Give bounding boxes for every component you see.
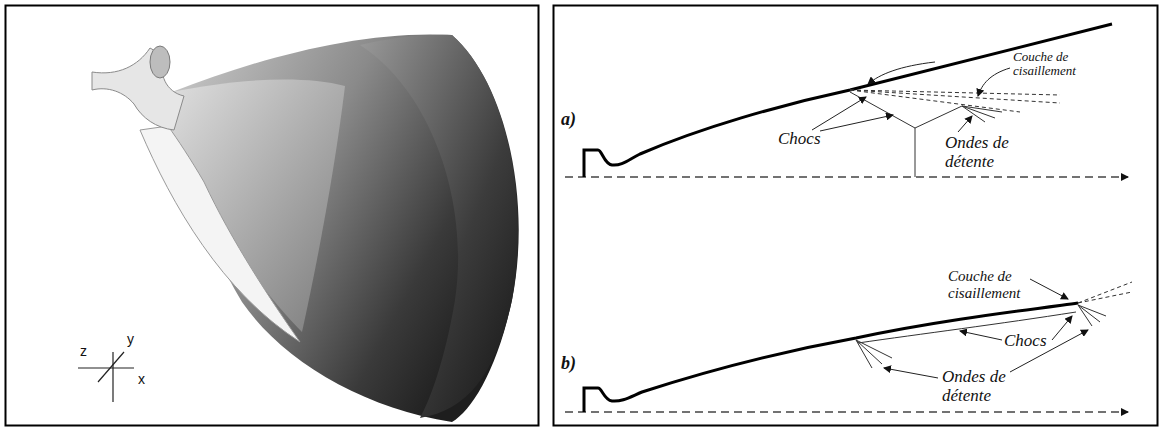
label-holder: a) [561,110,576,130]
label-holder: Chocs [778,130,821,149]
nozzle-profile-a [565,24,1128,177]
axis-triad [78,352,134,402]
label-holder: Couche de cisaillement [948,268,1032,301]
panel-frame [6,6,539,426]
panel-label: a) [561,110,576,130]
flow-label: Couche de cisaillement [1013,50,1093,79]
label-holder: Ondes de détente [942,368,1034,405]
flow-label: Chocs [1004,332,1047,351]
nozzle-3d [92,34,519,422]
panel-label: b) [561,354,576,374]
flow-label: Ondes de détente [945,134,1037,171]
label-holder: b) [561,354,576,374]
axis-label: y [127,332,134,347]
flow-label: Ondes de détente [942,368,1034,405]
label-holder: x [138,372,145,387]
label-holder: Ondes de détente [945,134,1037,171]
label-holder: z [80,344,87,359]
panel-frame [554,6,1158,426]
flow-label: Chocs [778,130,821,149]
label-holder: y [127,332,134,347]
label-holder: Chocs [1004,332,1047,351]
nozzle-profile-b [565,279,1132,412]
flow-label: Couche de cisaillement [948,268,1032,301]
axis-label: x [138,372,145,387]
axis-label: z [80,344,87,359]
label-holder: Couche de cisaillement [1013,50,1093,79]
